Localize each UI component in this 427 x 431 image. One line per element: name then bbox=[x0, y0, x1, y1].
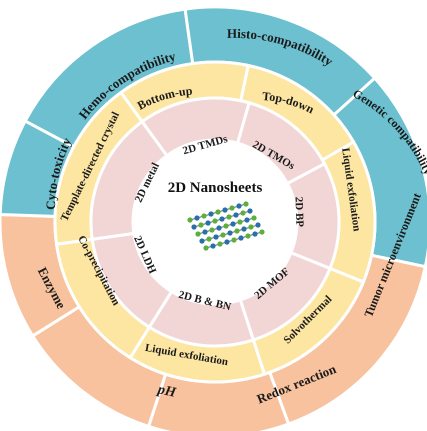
lattice-atom bbox=[187, 217, 193, 223]
outer-label-ph: pH bbox=[155, 382, 178, 401]
lattice-atom bbox=[213, 234, 219, 240]
lattice-atom bbox=[244, 217, 250, 223]
lattice-atom bbox=[194, 215, 200, 221]
lattice-atom bbox=[245, 233, 251, 239]
center-title: 2D Nanosheets bbox=[168, 180, 263, 196]
lattice-atom bbox=[215, 209, 221, 215]
lattice-atom bbox=[217, 241, 223, 247]
lattice-atom bbox=[210, 243, 216, 249]
lattice-atom bbox=[240, 210, 246, 216]
lattice-atom bbox=[209, 227, 215, 233]
lattice-atom bbox=[238, 235, 244, 241]
lattice-atom bbox=[220, 232, 226, 238]
lattice-atom bbox=[234, 228, 240, 234]
lattice-atom bbox=[208, 211, 214, 217]
lattice-atom bbox=[201, 213, 207, 219]
lattice-atom bbox=[233, 212, 239, 218]
lattice-atom bbox=[259, 229, 265, 235]
lattice-atom bbox=[241, 226, 247, 232]
nanosheet-lattice-icon bbox=[187, 201, 265, 251]
lattice-atom bbox=[205, 220, 211, 226]
lattice-atom bbox=[219, 216, 225, 222]
lattice-atom bbox=[227, 230, 233, 236]
lattice-atom bbox=[226, 214, 232, 220]
lattice-atom bbox=[191, 224, 197, 230]
lattice-atom bbox=[199, 238, 205, 244]
lattice-atom bbox=[247, 208, 253, 214]
lattice-atom bbox=[212, 218, 218, 224]
lattice-atom bbox=[251, 215, 257, 221]
lattice-atom bbox=[230, 221, 236, 227]
inner-label-2d-bp: 2D BP bbox=[292, 197, 305, 228]
lattice-atom bbox=[224, 239, 230, 245]
lattice-atom bbox=[243, 201, 249, 207]
lattice-atom bbox=[203, 245, 209, 251]
lattice-atom bbox=[252, 231, 258, 237]
lattice-atom bbox=[216, 225, 222, 231]
lattice-atom bbox=[231, 237, 237, 243]
lattice-atom bbox=[206, 236, 212, 242]
lattice-atom bbox=[229, 205, 235, 211]
lattice-atom bbox=[236, 203, 242, 209]
lattice-atom bbox=[198, 222, 204, 228]
lattice-atom bbox=[202, 229, 208, 235]
lattice-atom bbox=[195, 231, 201, 237]
lattice-atom bbox=[223, 223, 229, 229]
lattice-atom bbox=[222, 207, 228, 213]
lattice-atom bbox=[255, 222, 261, 228]
lattice-atom bbox=[237, 219, 243, 225]
lattice-atom bbox=[248, 224, 254, 230]
